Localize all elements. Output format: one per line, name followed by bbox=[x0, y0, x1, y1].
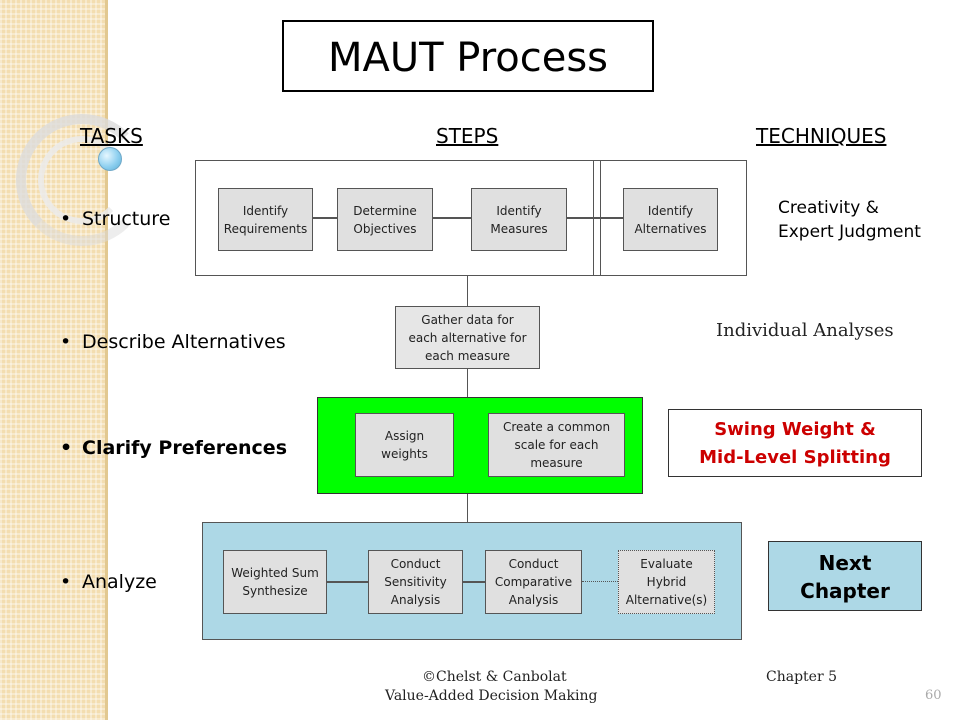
task-describe-alternatives: • Describe Alternatives bbox=[60, 331, 286, 353]
flow-connector bbox=[467, 369, 468, 397]
step-text: Synthesize bbox=[242, 584, 308, 598]
task-label: Clarify Preferences bbox=[82, 437, 288, 459]
bullet: • bbox=[60, 437, 73, 459]
footer-copyright: ©Chelst & Canbolat bbox=[422, 669, 567, 685]
side-band-edge bbox=[105, 0, 108, 720]
task-label: Structure bbox=[82, 208, 171, 230]
flow-connector bbox=[467, 494, 468, 522]
step-text: Alternatives bbox=[634, 221, 707, 236]
step-text: Assign bbox=[384, 429, 425, 443]
step-text: Hybrid bbox=[646, 575, 687, 589]
step-text: scale for each bbox=[514, 438, 599, 452]
footer-chapter: Chapter 5 bbox=[766, 669, 837, 685]
step-text: Alternative(s) bbox=[625, 593, 708, 607]
task-label: Analyze bbox=[82, 571, 157, 593]
header-techniques: TECHNIQUES bbox=[756, 124, 887, 148]
step-text: Weighted Sum bbox=[231, 566, 319, 580]
task-clarify-preferences: • Clarify Preferences bbox=[60, 437, 287, 459]
step-assign-weights: Assign weights bbox=[355, 413, 454, 477]
step-text: Determine bbox=[353, 203, 417, 218]
flow-connector bbox=[467, 276, 468, 306]
step-text: Comparative bbox=[494, 575, 573, 589]
step-text: Evaluate bbox=[640, 557, 693, 571]
footer-book-title: Value-Added Decision Making bbox=[385, 688, 598, 704]
step-text: Sensitivity bbox=[384, 575, 447, 589]
task-label: Describe Alternatives bbox=[82, 331, 286, 353]
step-common-scale: Create a common scale for each measure bbox=[488, 413, 625, 477]
decorative-ring-inner bbox=[38, 136, 126, 224]
decorative-side-band bbox=[0, 0, 108, 720]
connector bbox=[327, 581, 368, 583]
dotted-connector bbox=[582, 581, 618, 582]
step-text: Measures bbox=[490, 221, 548, 236]
step-text: Identify bbox=[242, 203, 289, 218]
technique-text: Creativity & bbox=[778, 198, 879, 218]
step-text: Requirements bbox=[223, 221, 308, 236]
technique-text: Next bbox=[818, 551, 872, 575]
bullet: • bbox=[60, 331, 72, 353]
step-text: Objectives bbox=[353, 221, 417, 236]
technique-individual-analyses: Individual Analyses bbox=[716, 320, 894, 341]
step-text: Gather data for bbox=[421, 312, 514, 327]
decorative-ring-outer bbox=[16, 114, 148, 246]
step-text: Conduct bbox=[390, 557, 441, 571]
technique-text: Expert Judgment bbox=[778, 222, 921, 242]
step-text: Identify bbox=[496, 203, 542, 218]
connector bbox=[463, 581, 485, 583]
bullet: • bbox=[60, 208, 72, 230]
bullet: • bbox=[60, 571, 72, 593]
step-text: weights bbox=[381, 447, 428, 461]
task-structure: • Structure bbox=[60, 208, 170, 230]
step-text: Analysis bbox=[390, 593, 441, 607]
step-text: Identify bbox=[647, 203, 694, 218]
technique-creativity: Creativity & Expert Judgment bbox=[778, 196, 921, 244]
title-box: MAUT Process bbox=[282, 20, 654, 92]
header-steps: STEPS bbox=[436, 124, 499, 148]
connector bbox=[313, 217, 337, 219]
step-text: Analysis bbox=[508, 593, 559, 607]
step-text: Conduct bbox=[508, 557, 559, 571]
step-text: each measure bbox=[424, 348, 511, 363]
slide-title: MAUT Process bbox=[327, 35, 609, 81]
technique-swing-weight: Swing Weight & Mid-Level Splitting bbox=[668, 409, 922, 477]
task-analyze: • Analyze bbox=[60, 571, 157, 593]
header-tasks: TASKS bbox=[80, 124, 143, 148]
connector bbox=[567, 217, 623, 219]
page-number: 60 bbox=[925, 688, 942, 703]
technique-text: Swing Weight & bbox=[714, 419, 876, 440]
step-text: measure bbox=[530, 456, 583, 470]
step-gather-data: Gather data for each alternative for each … bbox=[395, 306, 540, 369]
decorative-bubble-icon bbox=[98, 147, 122, 171]
connector bbox=[433, 217, 471, 219]
technique-text: Mid-Level Splitting bbox=[699, 447, 891, 468]
step-text: Create a common bbox=[502, 420, 611, 434]
technique-text: Chapter bbox=[800, 579, 890, 603]
step-text: each alternative for bbox=[408, 330, 527, 345]
